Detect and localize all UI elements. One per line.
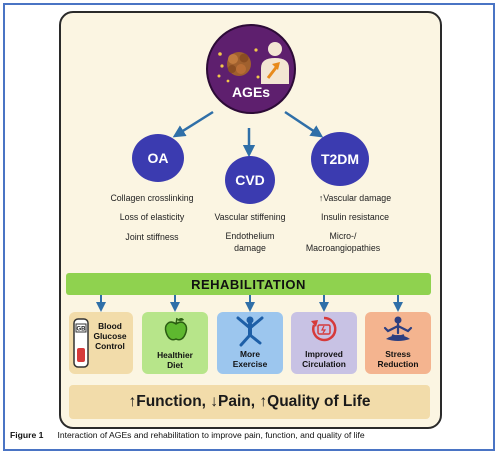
cvd-effect: Endothelium damage — [225, 231, 275, 253]
circulation-cycle-icon — [311, 316, 337, 342]
outcome-label: ↑Function, ↓Pain, ↑Quality of Life — [128, 393, 371, 410]
figure-number: Figure 1 — [10, 430, 44, 440]
t2dm-label: T2DM — [320, 151, 360, 167]
t2dm-node: T2DM — [311, 132, 369, 186]
figure-caption: Figure 1 Interaction of AGEs and rehabili… — [10, 430, 365, 440]
t2dm-effect: ↑Vascular damage — [318, 193, 392, 203]
oa-effect: Collagen crosslinking — [110, 193, 194, 203]
outcome-banner: ↑Function, ↓Pain, ↑Quality of Life — [69, 385, 430, 419]
cvd-node: CVD — [225, 156, 275, 204]
intervention-label: Blood Glucose Control — [93, 321, 127, 351]
ages-particles-icon — [217, 48, 260, 83]
intervention-label: Stress Reduction — [377, 349, 419, 369]
caption-text: Interaction of AGEs and rehabilitation t… — [57, 430, 365, 440]
arrow-to-t2dm — [284, 110, 324, 138]
stress-reduction-card: Stress Reduction — [365, 312, 431, 374]
ages-label: AGEs — [231, 84, 271, 100]
rehabilitation-label: REHABILITATION — [191, 276, 306, 292]
healthier-diet-card: Healthier Diet — [142, 312, 208, 374]
ages-node: AGEs — [206, 24, 296, 114]
apple-icon — [164, 317, 188, 341]
intervention-label: Healthier Diet — [157, 350, 193, 370]
glucose-meter-icon: GB — [73, 318, 89, 368]
t2dm-effect: Micro-/ Macroangiopathies — [305, 231, 381, 253]
improved-circulation-card: Improved Circulation — [291, 312, 357, 374]
cvd-label: CVD — [235, 172, 265, 188]
exercise-person-icon — [236, 316, 264, 347]
oa-label: OA — [147, 150, 169, 166]
rehabilitation-bar: REHABILITATION — [66, 273, 431, 295]
cvd-effect: Vascular stiffening — [214, 212, 286, 222]
more-exercise-card: More Exercise — [217, 312, 283, 374]
oa-effect: Joint stiffness — [125, 232, 179, 242]
glucose-control-card: GB Blood Glucose Control — [69, 312, 133, 374]
intervention-label: More Exercise — [232, 349, 268, 369]
oa-node: OA — [132, 134, 184, 182]
t2dm-effect: Insulin resistance — [321, 212, 389, 222]
intervention-label: Improved Circulation — [302, 349, 346, 369]
meditation-icon — [383, 316, 413, 341]
human-torso-icon — [261, 42, 289, 84]
glucose-meter-text: GB — [77, 327, 87, 333]
arrow-to-oa — [172, 110, 214, 138]
oa-effect: Loss of elasticity — [119, 212, 185, 222]
